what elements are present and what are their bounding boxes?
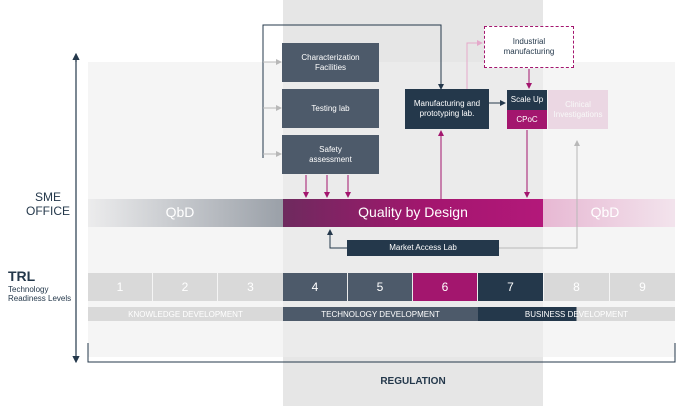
cpoc-box: CPoC [507, 110, 547, 129]
qbd-left-label: QbD [165, 204, 195, 220]
qbd-band-right [543, 199, 675, 227]
qbd-band-center [283, 199, 543, 227]
trl-subtitle-1: Technology [8, 285, 49, 294]
trl-level-3: 3 [218, 273, 283, 301]
testing-lab-box: Testing lab [282, 89, 379, 128]
trl-level-1: 1 [88, 273, 152, 301]
loop-to-manufacturing [262, 24, 444, 158]
phase-business: BUSINESS DEVELOPMENT [478, 307, 675, 321]
regulation-label: REGULATION [380, 376, 446, 387]
trl-level-2: 2 [153, 273, 217, 301]
trl-level-5: 5 [348, 273, 412, 301]
phase-knowledge: KNOWLEDGE DEVELOPMENT [88, 307, 283, 321]
manufacturing-lab-box: Manufacturing and prototyping lab. [405, 89, 489, 129]
trl-level-9: 9 [610, 273, 675, 301]
phase-technology: TECHNOLOGY DEVELOPMENT [283, 307, 478, 321]
sme-office-label: SME OFFICE [26, 190, 70, 218]
trl-label-block [4, 267, 86, 307]
safety-assessment-box: Safety assessment [282, 135, 379, 174]
trl-level-6: 6 [413, 273, 477, 301]
regulation-bracket [87, 343, 676, 363]
trl-level-4: 4 [283, 273, 347, 301]
scale-up-box: Scale Up [507, 90, 547, 110]
clinical-investigations-box: Clinical Investigations [548, 90, 608, 129]
characterization-facilities-box: Characterization Facilities [282, 43, 379, 82]
market-access-lab-box: Market Access Lab [347, 240, 499, 256]
trl-title: TRL [8, 268, 36, 284]
arrow-to-industrial [466, 40, 483, 89]
arrow-market-to-clinical [499, 140, 580, 249]
trl-level-8: 8 [544, 273, 609, 301]
arrow-market-to-band [327, 229, 347, 249]
qbd-center-label: Quality by Design [358, 204, 468, 220]
qbd-band-left [88, 199, 283, 227]
trl-subtitle-2: Readiness Levels [8, 294, 72, 303]
qbd-right-label: QbD [590, 204, 620, 220]
trl-level-7: 7 [478, 273, 543, 301]
industrial-manufacturing-box: Industrial manufacturing [484, 26, 574, 68]
